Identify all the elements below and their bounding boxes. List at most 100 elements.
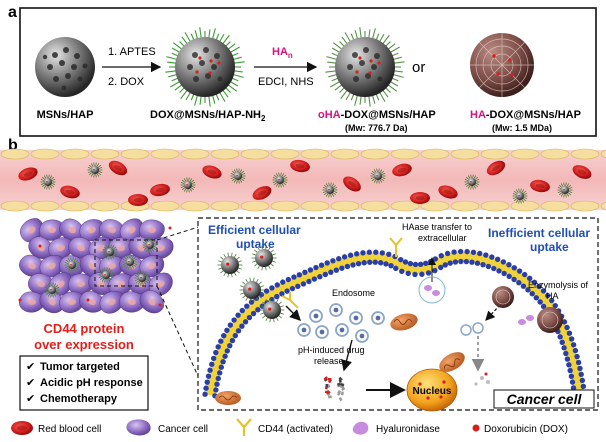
vessel-wall-cell	[510, 200, 540, 212]
nanoparticle	[98, 267, 114, 283]
endosome	[349, 311, 363, 325]
efficient-uptake-line2: uptake	[236, 237, 275, 251]
enzymolysis-line1: Enzymolysis of	[528, 280, 589, 290]
vessel-wall-cell	[330, 148, 360, 160]
efficient-uptake-line1: Efficient cellular	[208, 223, 301, 237]
oha-dox-particle	[325, 27, 405, 107]
legend-label-rbc: Red blood cell	[38, 424, 101, 435]
cancer-cell	[108, 237, 134, 259]
endosome-label: Endosome	[332, 288, 375, 298]
vessel-wall-cell	[60, 200, 90, 212]
check-mark-icon: ✔	[26, 393, 35, 405]
enzymolysis-line2: HA	[546, 291, 559, 301]
panel-a-label: a	[8, 4, 17, 21]
ha-reagent-label: HAn	[272, 46, 293, 60]
nanoparticle	[464, 174, 480, 190]
oha-dox-nanoparticle	[217, 252, 243, 278]
nanoparticle	[272, 172, 288, 188]
nanoparticle	[64, 257, 80, 273]
vessel-wall-cell	[450, 148, 480, 160]
red-blood-cell	[486, 160, 506, 176]
nanoparticle	[557, 182, 573, 198]
step2-label: 2. DOX	[108, 76, 145, 88]
doxorubicin-dot-icon	[472, 424, 480, 432]
oha-dox-label: oHA-DOX@MSNs/HAP	[318, 109, 436, 121]
cancer-cell-label: Cancer cell	[507, 391, 583, 407]
legend-label-cancer-cell: Cancer cell	[158, 424, 208, 435]
ha-dox-particle	[470, 33, 534, 97]
ph-release-line2: release	[314, 356, 344, 366]
vessel-wall-cell	[390, 148, 420, 160]
vessel-wall-cell	[150, 200, 180, 212]
vessel-wall-cell	[450, 200, 480, 212]
cancer-cell	[39, 219, 65, 241]
ph-release-line1: pH-induced drug	[298, 345, 365, 355]
vessel-wall-cell	[120, 148, 150, 160]
oha-dox-nanoparticle	[251, 245, 277, 271]
tumor-cluster	[18, 218, 209, 399]
cd44-icon	[281, 237, 403, 309]
drug-release-cloud	[323, 376, 346, 402]
cancer-cell	[139, 290, 164, 314]
legend-label-cd44: CD44 (activated)	[258, 424, 333, 435]
release-arrow	[341, 339, 353, 372]
cancer-cell	[48, 237, 74, 259]
blood-vessel	[0, 148, 606, 212]
cell-zoom-panel: Efficient cellular uptake Inefficient ce…	[197, 217, 599, 412]
vessel-wall-cell	[90, 148, 120, 160]
cancer-cell	[28, 236, 54, 259]
nanoparticle	[87, 162, 103, 178]
vessel-wall-cell	[600, 149, 606, 159]
vessel-wall-cell	[480, 200, 510, 212]
nanoparticle	[122, 254, 138, 270]
vessel-wall-cell	[90, 200, 120, 212]
vessel-wall-cell	[300, 148, 330, 160]
hyaluronidase-icon	[352, 421, 369, 435]
nucleus: Nucleus	[406, 368, 458, 412]
uptake-arrow	[285, 305, 301, 321]
legend: Red blood cell Cancer cell CD44 (activat…	[11, 418, 568, 436]
red-blood-cell	[18, 167, 38, 181]
feature-checklist: ✔ Tumor targeted ✔ Acidic pH response ✔ …	[19, 355, 149, 411]
oha-dox-nanoparticle	[239, 277, 265, 303]
endosome	[309, 309, 323, 323]
mw-ha: (Mw: 1.5 MDa)	[492, 123, 552, 133]
vessel-wall-cell	[300, 200, 330, 212]
red-blood-cell	[290, 159, 310, 173]
or-text: or	[412, 59, 425, 76]
cd44-title-line2: over expression	[34, 337, 134, 352]
vessel-wall-cell	[270, 148, 300, 160]
dox-msn-particle	[165, 27, 245, 107]
cancer-cell	[119, 291, 145, 313]
endosome	[329, 303, 343, 317]
cancer-cell-icon	[126, 419, 151, 436]
mw-oha: (Mw: 776.7 Da)	[345, 123, 408, 133]
checklist-item-1: Tumor targeted	[40, 361, 120, 373]
red-blood-cell	[438, 185, 458, 199]
endosome	[297, 323, 311, 337]
nanoparticle	[512, 188, 528, 204]
haase-line1: HAase transfer to	[402, 222, 472, 232]
ha-dox-label: HA-DOX@MSNs/HAP	[470, 109, 581, 121]
red-blood-cell	[343, 176, 361, 192]
legend-label-hyaluronidase: Hyaluronidase	[376, 424, 440, 435]
vessel-wall-cell	[30, 148, 60, 160]
red-blood-cell	[530, 179, 550, 193]
zoom-box	[94, 239, 158, 287]
vessel-wall-cell	[150, 148, 180, 160]
check-mark-icon: ✔	[26, 361, 35, 373]
vessel-wall-cell	[180, 148, 210, 160]
inefficient-arrow	[485, 304, 501, 321]
cancer-cell	[19, 291, 45, 313]
vessel-wall-cell	[240, 148, 270, 160]
vessel-wall-cell	[210, 148, 240, 160]
endosome	[355, 329, 369, 343]
cancer-cell	[39, 290, 65, 314]
cancer-cell	[19, 254, 45, 277]
vessel-wall-cell	[540, 148, 570, 160]
vessel-wall-cell	[540, 200, 570, 212]
nanoparticle	[322, 182, 338, 198]
vessel-wall-cell	[570, 148, 600, 160]
vessel-wall-cell	[420, 200, 450, 212]
dox-dot	[86, 298, 90, 302]
